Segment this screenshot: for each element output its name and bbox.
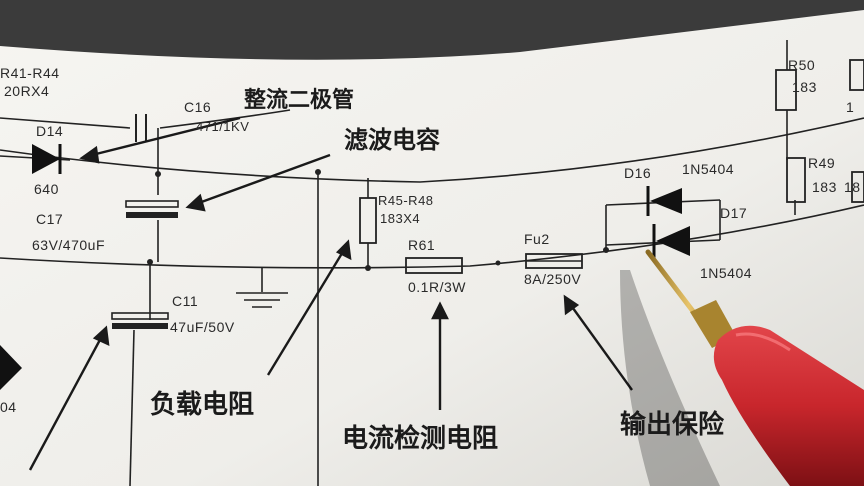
annotation-filter-capacitor: 滤波电容 <box>344 126 440 154</box>
annotation-output-protection: 输出保险 <box>620 410 725 440</box>
label-d16: D16 <box>624 165 652 181</box>
label-r61-value: 0.1R/3W <box>408 279 466 295</box>
annotation-current-sense-resistor: 电流检测电阻 <box>342 424 499 454</box>
label-r45-r48: R45-R48 <box>378 193 434 208</box>
paper-sheet <box>0 10 864 486</box>
label-fu2: Fu2 <box>524 231 550 247</box>
capacitor-c11 <box>111 312 169 329</box>
ground-symbol <box>236 268 288 308</box>
diode-d14 <box>0 144 71 174</box>
resistor-r50 <box>775 69 797 111</box>
label-r41-r44-value: 20RX4 <box>4 83 50 99</box>
label-r49-value: 183 <box>812 179 837 195</box>
diode-d17 <box>652 224 690 258</box>
capacitor-c16 <box>135 114 147 142</box>
label-d14: D14 <box>36 123 64 139</box>
label-left-partial: 04 <box>0 399 17 415</box>
label-edge-1: 1 <box>846 99 855 115</box>
label-edge-18: 18 <box>844 179 861 195</box>
label-r41-r44: R41-R44 <box>0 65 60 81</box>
label-d17-part: 1N5404 <box>700 265 753 281</box>
label-d14-value: 640 <box>34 181 59 197</box>
label-d17: D17 <box>720 205 748 221</box>
capacitor-c17 <box>125 200 179 218</box>
diode-partial-left <box>0 345 22 390</box>
fuse-fu2 <box>525 253 583 269</box>
label-r49: R49 <box>808 155 836 171</box>
annotation-rectifier-diode: 整流二极管 <box>244 88 355 113</box>
diode-d16 <box>646 186 682 216</box>
label-r45-r48-value: 183X4 <box>380 211 421 226</box>
label-fu2-value: 8A/250V <box>524 271 582 287</box>
test-probe <box>645 249 864 486</box>
label-r50-value: 183 <box>792 79 817 95</box>
resistor-r61 <box>405 257 463 274</box>
label-r50: R50 <box>788 57 816 73</box>
label-r61: R61 <box>408 237 436 253</box>
label-c16: C16 <box>184 99 212 115</box>
label-c16-value: 471/1KV <box>196 119 250 134</box>
annotation-load-resistor: 负载电阻 <box>150 390 255 420</box>
label-d16-part: 1N5404 <box>682 161 735 177</box>
label-c11-value: 47uF/50V <box>170 319 235 335</box>
label-c17-value: 63V/470uF <box>32 237 105 253</box>
resistor-r49 <box>786 157 806 203</box>
resistor-r45-r48 <box>359 197 377 244</box>
label-c17: C17 <box>36 211 64 227</box>
label-c11: C11 <box>172 293 199 309</box>
